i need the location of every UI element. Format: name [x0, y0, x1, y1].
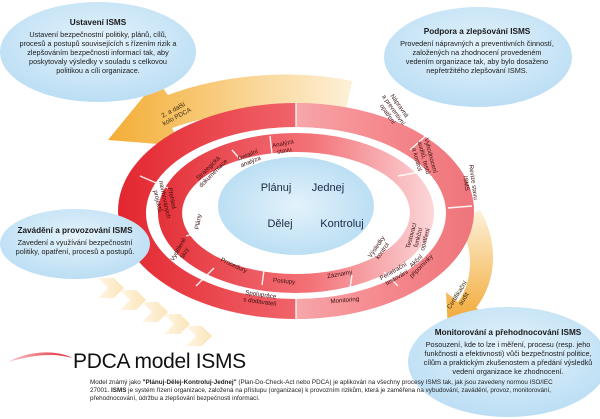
bubble-ustaveni-title: Ustavení ISMS [69, 18, 127, 27]
bubble-zavadeni-bg [0, 209, 150, 279]
bubble-zavadeni-text: Zavedení a využívání bezpečnostní politi… [15, 238, 135, 256]
label-zaznamy: Záznamy [327, 269, 354, 280]
center-delej: Dělej [267, 218, 292, 230]
center-planuj: Plánuj [261, 182, 292, 194]
bubble-ustaveni: Ustavení ISMS Ustavení bezpečnostní poli… [16, 18, 180, 75]
desc-quote: "Plánuj-Dělej-Kontroluj-Jednej" [142, 379, 237, 386]
bubble-zavadeni-title: Zavádění a provozování ISMS [17, 226, 133, 235]
desc-part1: Model známý jako [90, 379, 143, 386]
bubble-ustaveni-bg [0, 2, 196, 102]
center-jednej: Jednej [312, 182, 344, 194]
bubble-podpora-text: Provedení nápravných a preventivních čin… [400, 39, 554, 75]
page-title: PDCA model ISMS [73, 350, 246, 373]
bubble-podpora-title: Podpora a zlepšování ISMS [423, 27, 531, 36]
label-plany: Plány [194, 213, 204, 230]
bubble-monitorovani-text: Posouzení, kde to lze i měření, procesu … [423, 340, 593, 376]
bubble-podpora: Podpora a zlepšování ISMS Provedení nápr… [398, 27, 556, 76]
certification-arrow [446, 210, 494, 330]
bubble-zavadeni: Zavádění a provozování ISMS Zavedení a v… [8, 226, 142, 257]
desc-part3: je systém řízení organizace, založená na… [90, 387, 551, 403]
next-cycle-arrow [108, 74, 352, 146]
description: Model známý jako "Plánuj-Dělej-Kontroluj… [90, 379, 560, 403]
label-postupy: Postupy [273, 277, 297, 286]
center-ellipse [218, 157, 374, 255]
desc-part2: (Plan-Do-Check-Act nebo PDCA) je aplikov… [90, 379, 553, 395]
label-spoluprace: Spolupráces dodavateli [243, 289, 278, 308]
bubble-ustaveni-text: Ustavení bezpečnostní politiky, plánů, c… [19, 30, 177, 75]
label-vyhodnoceni: Vyhodnoceníauditů, testůa kontrol [408, 138, 438, 178]
desc-isms: ISMS [111, 387, 127, 395]
label-revize-stavu: Revize stavuISMS [460, 164, 479, 202]
center-kontroluj: Kontroluj [320, 218, 363, 230]
bubble-monitorovani: Monitorování a přehodnocování ISMS Posou… [420, 328, 596, 377]
ring-separators [139, 103, 473, 319]
label-monitoring: Monitoring [330, 296, 360, 306]
bubble-monitorovani-title: Monitorování a přehodnocování ISMS [434, 328, 582, 337]
bubble-monitorovani-bg [408, 307, 600, 417]
label-prehled-projektu: Přehlednavrhovanýchprojektů [150, 179, 179, 222]
logo-swoosh [8, 352, 72, 362]
outer-ring-right-overlay [296, 103, 474, 319]
chevron-arrows [98, 278, 212, 346]
label-analyza-stavu: Analýzastavu [271, 138, 296, 157]
bubble-podpora-bg [384, 7, 572, 107]
